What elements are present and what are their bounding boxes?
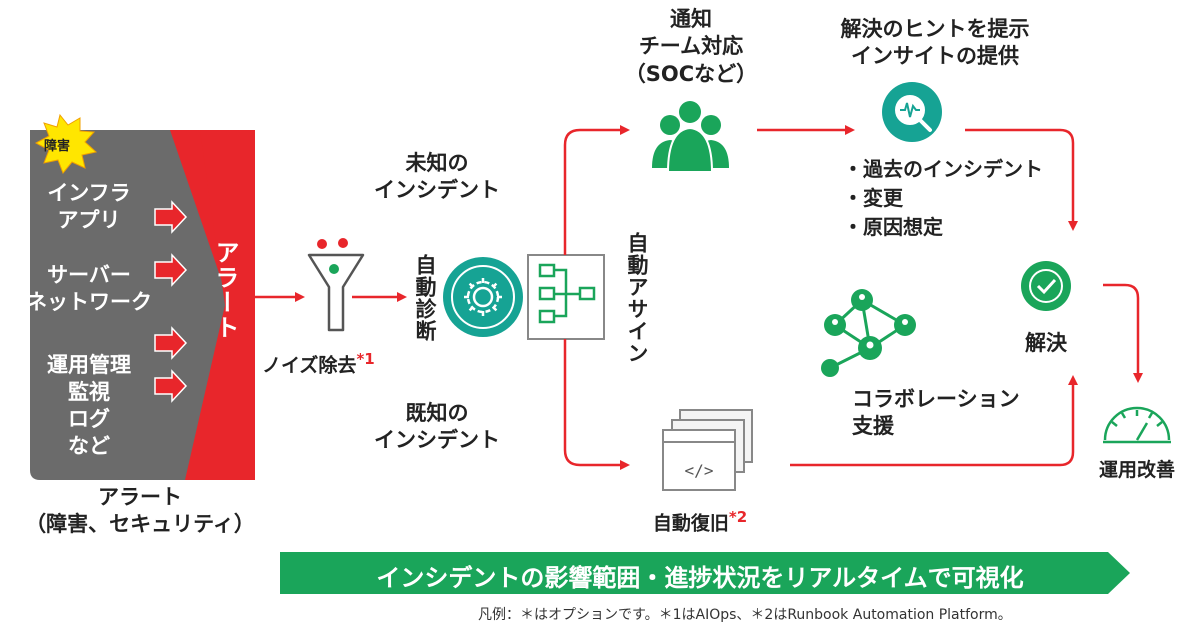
incident-badge-label: 障害 [44, 139, 71, 154]
workflow-icon [527, 254, 605, 340]
funnel-icon [307, 238, 365, 332]
insight-magnifier-icon [882, 82, 942, 142]
noise-removal-text: ノイズ除去 [262, 354, 357, 377]
source-arrow [154, 200, 188, 403]
noise-removal-label: ノイズ除去*1 [262, 350, 375, 378]
source-server-network: サーバー ネットワーク [26, 263, 152, 314]
svg-text:</>: </> [685, 461, 714, 480]
branch-up [563, 125, 630, 255]
known-incident-label: 既知の インシデント [374, 401, 500, 453]
auto-recovery-label: 自動復旧*2 [630, 508, 770, 536]
hint-title: 解決のヒントを提示 インサイトの提供 [840, 17, 1030, 69]
alert-caption-line2: （障害、セキュリティ） [25, 512, 255, 537]
legend-footnote: 凡例：＊はオプションです。＊1はAIOps、＊2はRunbook Automat… [478, 607, 1012, 623]
source-panel [30, 130, 255, 480]
collaboration-network-icon [821, 289, 916, 377]
auto-recovery-note: *2 [728, 508, 748, 526]
resolve-label: 解決 [1025, 331, 1067, 355]
alert-band-label: アラート [211, 240, 239, 340]
improvement-label: 運用改善 [1098, 459, 1175, 481]
incident-burst-icon [34, 113, 98, 174]
source-infra-app: インフラ アプリ [47, 181, 131, 232]
alert-caption: アラート （障害、セキュリティ） [20, 484, 260, 539]
auto-diagnosis-label: 自動診断 [413, 254, 437, 342]
team-icon [652, 101, 729, 173]
visibility-banner-text: インシデントの影響範囲・進捗状況をリアルタイムで可視化 [376, 564, 1024, 592]
visibility-banner [280, 552, 1130, 594]
auto-assign-label: 自動アサイン [625, 232, 649, 364]
branch-down [563, 339, 630, 470]
collaboration-label: コラボレーション 支援 [852, 387, 1020, 439]
notify-team-label: 通知 チーム対応 （SOCなど） [624, 7, 758, 86]
hint-bullet: ・過去のインシデント [843, 157, 1043, 181]
hint-bullets: ・過去のインシデント ・変更 ・原因想定 [843, 155, 1043, 242]
alert-caption-line1: アラート [98, 485, 182, 509]
check-icon [1021, 261, 1071, 311]
source-ops-monitoring: 運用管理 監視 ログ など [47, 353, 131, 458]
auto-recovery-text: 自動復旧 [652, 512, 729, 535]
gauge-icon [1103, 406, 1171, 444]
hint-bullet: ・変更 [843, 186, 903, 210]
hint-bullet: ・原因想定 [843, 215, 943, 239]
noise-removal-note: *1 [356, 350, 375, 368]
code-window-icon: </> [662, 409, 753, 491]
gear-icon [443, 257, 523, 337]
unknown-incident-label: 未知の インシデント [374, 151, 500, 203]
